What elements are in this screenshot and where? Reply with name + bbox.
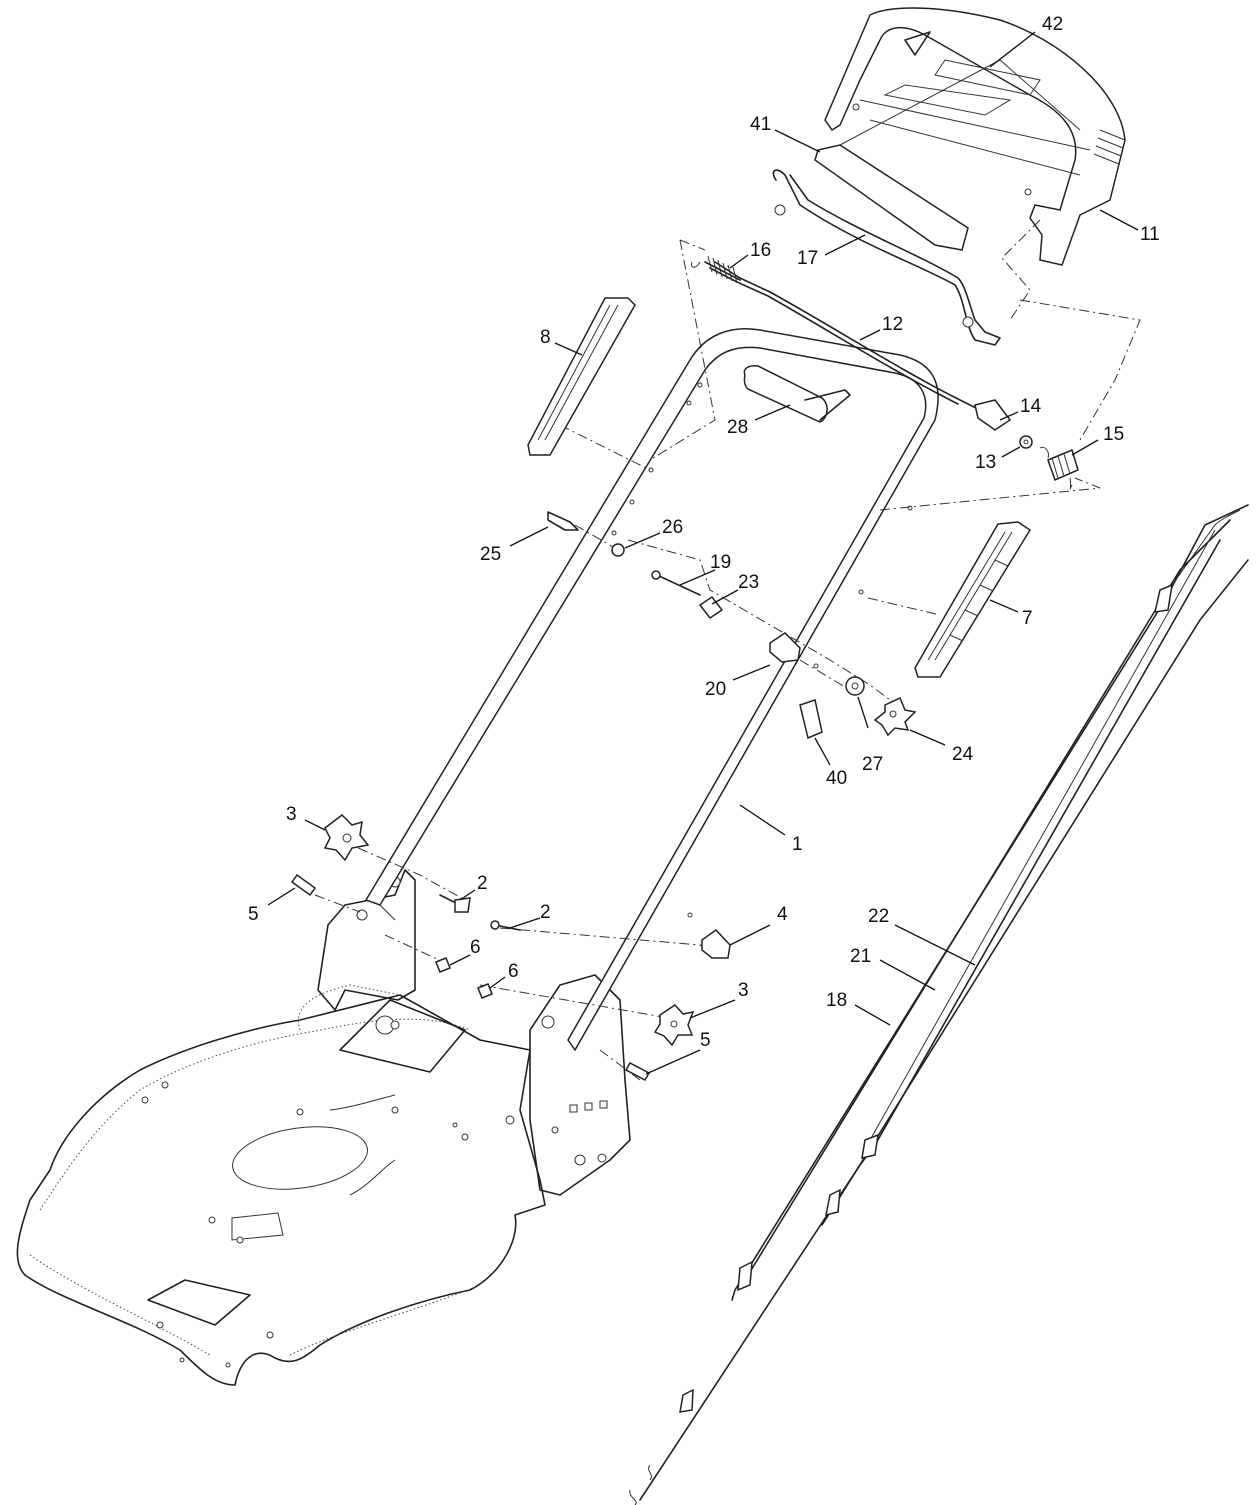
callout-17: 17 [797, 248, 818, 269]
callout-15: 15 [1103, 424, 1124, 445]
right-handle-bracket [529, 974, 631, 1196]
callout-5-right: 5 [700, 1030, 711, 1051]
bail-lever [772, 169, 1001, 346]
callout-7: 7 [1022, 608, 1033, 629]
callout-42: 42 [1042, 14, 1063, 35]
callout-41: 41 [750, 114, 771, 135]
small-parts-lower [290, 814, 731, 1082]
callout-6-right: 6 [508, 961, 519, 982]
callout-2-left: 2 [477, 873, 488, 894]
upper-handle [824, 7, 1126, 266]
control-cable [691, 255, 1079, 490]
callout-25: 25 [480, 544, 501, 565]
callout-13: 13 [975, 452, 996, 473]
callout-16: 16 [750, 240, 771, 261]
mower-deck [16, 984, 546, 1386]
callout-3-lower: 3 [738, 980, 749, 1001]
callout-28: 28 [727, 417, 748, 438]
callout-11: 11 [1140, 224, 1160, 245]
callout-22: 22 [868, 906, 889, 927]
callout-8: 8 [540, 327, 551, 348]
callout-26: 26 [662, 517, 683, 538]
spring-16 [691, 255, 741, 284]
callout-23: 23 [738, 572, 759, 593]
callout-1: 1 [792, 834, 803, 855]
callout-4: 4 [777, 904, 788, 925]
handle-pad [743, 365, 851, 423]
side-rail-7 [914, 521, 1032, 678]
callout-2-right: 2 [540, 902, 551, 923]
callout-6-left: 6 [470, 937, 481, 958]
callout-24: 24 [952, 744, 974, 765]
callout-19: 19 [710, 552, 731, 573]
drive-cables [629, 504, 1249, 1505]
callout-21: 21 [850, 946, 871, 967]
callout-27: 27 [862, 754, 883, 775]
callout-14: 14 [1020, 396, 1042, 417]
callout-18: 18 [826, 990, 847, 1011]
small-parts-mid [547, 511, 917, 740]
callout-12: 12 [882, 314, 903, 335]
callout-20: 20 [705, 679, 726, 700]
spring-15 [1039, 446, 1079, 490]
left-handle-bracket [317, 869, 416, 1011]
callout-5-left: 5 [248, 904, 259, 925]
leader-lines [267, 31, 1139, 1075]
callout-numbers: 42 41 11 16 17 12 8 14 15 13 28 25 26 19… [248, 14, 1160, 1051]
callout-3-upper: 3 [286, 804, 297, 825]
side-rail-8 [527, 297, 636, 456]
callout-40: 40 [826, 768, 847, 789]
main-handle [364, 328, 939, 1052]
